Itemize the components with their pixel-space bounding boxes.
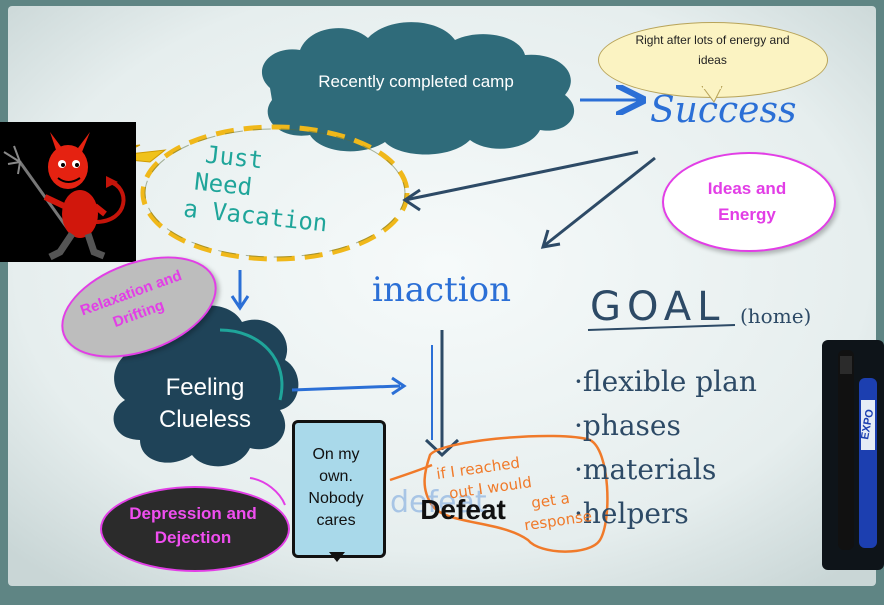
on-my-own-label: On my own. Nobody cares [308, 446, 364, 529]
goal-item: ·helpers [574, 497, 689, 530]
goal-item: ·flexible plan [574, 365, 757, 398]
marker-black [838, 350, 854, 550]
ideas-energy-label: Ideas and Energy [707, 179, 787, 224]
ideas-energy-oval [662, 152, 836, 252]
goal-items-list: ·flexible plan ·phases ·materials ·helpe… [574, 360, 814, 536]
depression-oval [100, 486, 290, 572]
on-my-own-note-tail [329, 552, 345, 562]
devil-illustration [0, 122, 136, 262]
arrow-success-to-vacation [404, 150, 639, 202]
goal-note-handwriting: (home) [740, 304, 812, 328]
goal-handwriting: GOAL [590, 284, 726, 330]
feeling-clueless-label: Feeling Clueless [135, 372, 275, 436]
defeat-label: Defeat [420, 494, 506, 525]
goal-item: ·materials [574, 453, 717, 486]
right-after-bubble [598, 22, 828, 98]
defeat-note-bubble [423, 434, 609, 553]
marker-blue: EXPO [859, 378, 877, 548]
vacation-dashed-ellipse [140, 124, 410, 262]
goal-item: ·phases [574, 409, 681, 442]
right-after-label: Right after lots of energy and ideas [635, 33, 790, 67]
feeling-clueless-text: Feeling Clueless [158, 374, 252, 433]
on-my-own-note [292, 420, 386, 558]
success-handwriting: Success [650, 90, 797, 131]
svg-text:defeat: defeat [390, 485, 487, 520]
inaction-handwriting: inaction [372, 270, 511, 310]
recently-completed-cloud [261, 22, 575, 155]
arrow-success-to-inaction [544, 156, 656, 247]
arrow-clueless-to-defeat [291, 384, 401, 392]
recently-completed-label: Recently completed camp [318, 72, 514, 91]
right-after-bubble-tail [701, 86, 723, 103]
depression-label: Depression and Dejection [129, 504, 257, 547]
marker-brand-label: EXPO [859, 408, 876, 441]
